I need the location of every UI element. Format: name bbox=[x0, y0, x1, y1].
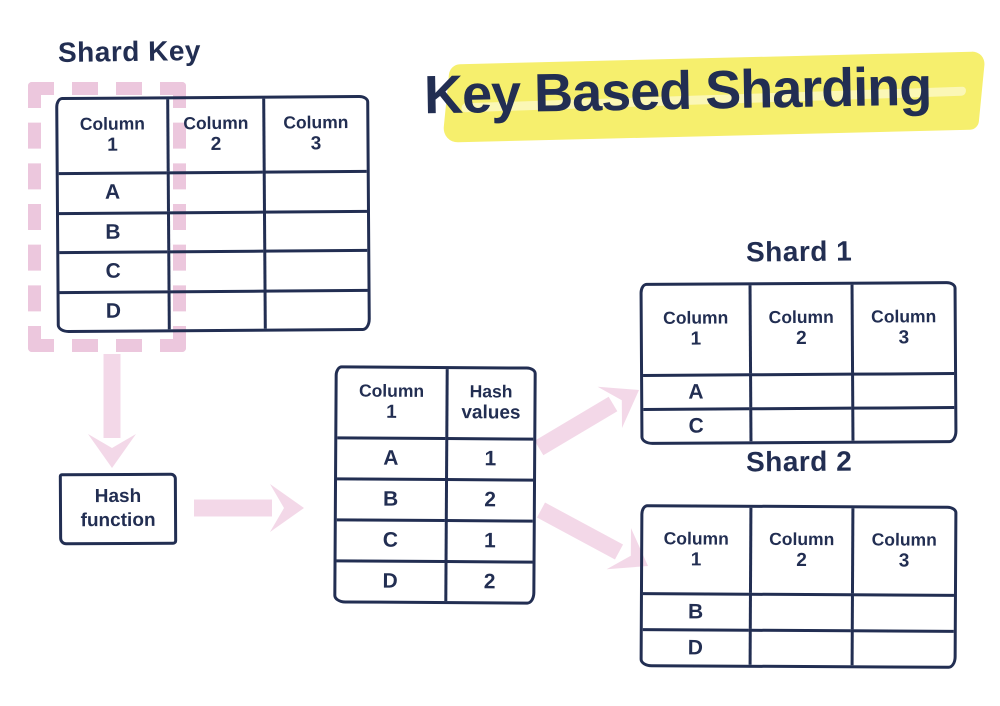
column-header-line: Column bbox=[358, 381, 425, 402]
column-header-line: 1 bbox=[107, 134, 118, 156]
table-cell: 2 bbox=[444, 478, 534, 520]
column-header-line: Column bbox=[663, 307, 729, 329]
column-header-line: 2 bbox=[796, 549, 807, 571]
table-cell: A bbox=[58, 171, 167, 212]
table-cell: C bbox=[643, 407, 750, 442]
table-cell: D bbox=[642, 628, 749, 665]
table-cell: 2 bbox=[444, 560, 533, 602]
table-cell bbox=[748, 628, 851, 666]
table-cell bbox=[167, 289, 264, 330]
column-header-line: 2 bbox=[210, 134, 222, 156]
label-line: function bbox=[80, 509, 156, 532]
column-header-line: 2 bbox=[795, 328, 807, 350]
column-header-line: 3 bbox=[898, 327, 910, 349]
column-header-line: Column bbox=[871, 306, 937, 328]
column-header-line: Column bbox=[183, 113, 249, 134]
table-cell bbox=[262, 169, 367, 211]
column-header-line: Column bbox=[768, 307, 834, 328]
table-cell bbox=[166, 170, 263, 211]
table-cell bbox=[749, 372, 852, 408]
arrow-down-icon bbox=[88, 354, 136, 468]
table-cell: A bbox=[337, 436, 446, 479]
table-cell: B bbox=[336, 477, 446, 520]
diagram-title-block: Key Based Sharding bbox=[423, 50, 986, 143]
table-cell bbox=[748, 592, 851, 630]
column-header-line: 1 bbox=[690, 549, 702, 571]
column-header-line: 1 bbox=[386, 401, 397, 423]
column-header-line: 1 bbox=[690, 328, 702, 350]
column-header-line: Column bbox=[283, 112, 349, 133]
table-cell: A bbox=[643, 373, 750, 408]
arrow-down-right-icon bbox=[536, 502, 648, 570]
table-cell: C bbox=[336, 518, 445, 561]
table-cell: 1 bbox=[445, 437, 534, 479]
table-cell bbox=[851, 406, 955, 441]
table-cell bbox=[263, 248, 368, 290]
table-cell bbox=[850, 593, 954, 630]
shard1-label: Shard 1 bbox=[745, 235, 853, 268]
column-header-line: Hash bbox=[469, 381, 513, 402]
table-cell bbox=[263, 288, 368, 329]
column-header-line: Column bbox=[663, 528, 729, 549]
table-cell bbox=[167, 249, 264, 290]
table-cell: B bbox=[58, 210, 168, 252]
column-header-line: 3 bbox=[898, 550, 910, 572]
shard-key-column-highlight bbox=[28, 82, 186, 352]
arrow-up-right-icon bbox=[534, 386, 639, 456]
column-header-line: values bbox=[461, 402, 521, 424]
column-header-line: Column bbox=[79, 113, 146, 135]
table-cell bbox=[851, 372, 955, 407]
column-header-line: Column bbox=[769, 528, 835, 550]
table-cell: D bbox=[336, 559, 445, 602]
diagram-title: Key Based Sharding bbox=[423, 56, 932, 126]
column-header-line: 3 bbox=[310, 133, 322, 155]
arrow-right-icon bbox=[194, 484, 304, 532]
table-cell bbox=[166, 210, 264, 251]
shard2-label: Shard 2 bbox=[745, 445, 853, 478]
table-cell: B bbox=[642, 592, 749, 629]
table-cell: D bbox=[59, 289, 168, 331]
shard-key-label: Shard Key bbox=[57, 35, 202, 68]
column-header-line: Column bbox=[871, 529, 937, 550]
table-cell bbox=[262, 209, 368, 250]
label-line: Hash bbox=[94, 486, 142, 508]
table-cell bbox=[749, 406, 852, 442]
table-cell: C bbox=[59, 250, 168, 291]
table-cell: 1 bbox=[444, 519, 533, 561]
table-cell bbox=[850, 629, 954, 666]
